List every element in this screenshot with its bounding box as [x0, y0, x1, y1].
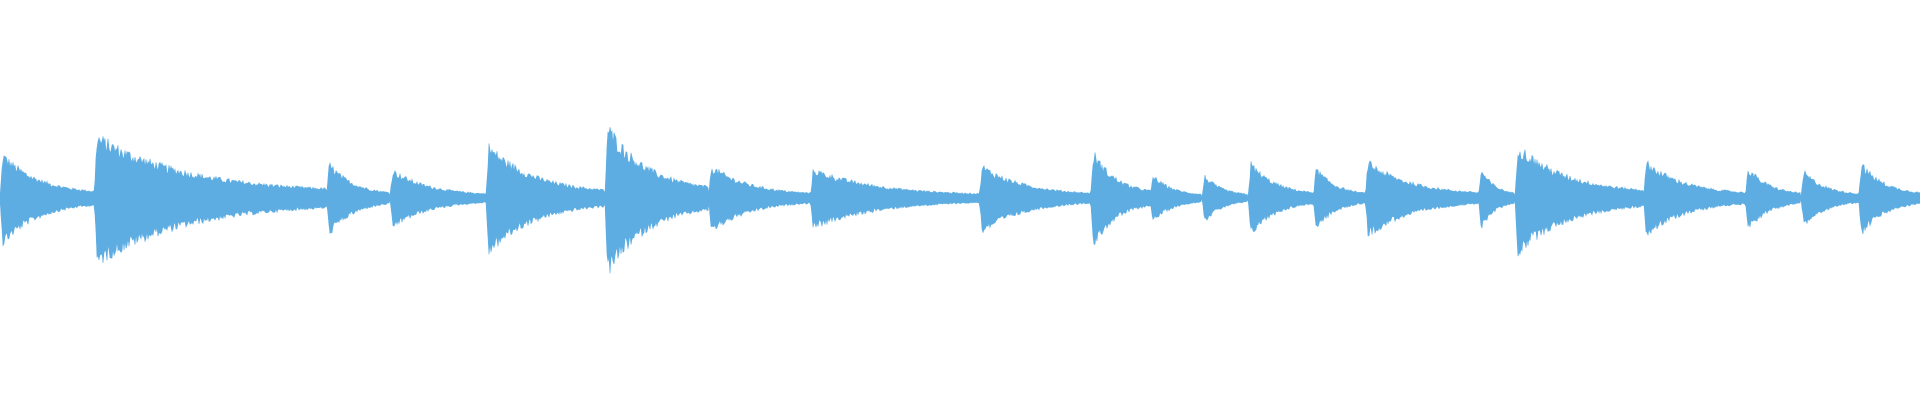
waveform-shape	[0, 127, 1920, 274]
